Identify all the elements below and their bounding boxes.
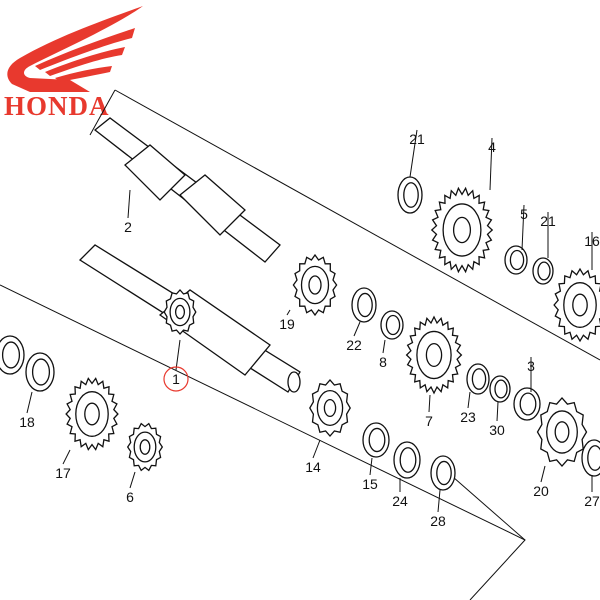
bushing-part-5 bbox=[504, 245, 528, 275]
leader-line bbox=[409, 129, 418, 178]
leader-line bbox=[382, 339, 386, 354]
part-label-21: 21 bbox=[409, 131, 425, 147]
part-label-17: 17 bbox=[55, 465, 71, 481]
frame-line-left bbox=[89, 89, 116, 136]
washer-part-21b bbox=[532, 257, 554, 285]
leader-line bbox=[286, 309, 291, 316]
gear-part-16 bbox=[553, 267, 600, 343]
gear-part-19 bbox=[292, 253, 338, 317]
part-label-16: 16 bbox=[584, 233, 600, 249]
part-label-15: 15 bbox=[362, 476, 378, 492]
sprocket-part-20 bbox=[536, 397, 588, 467]
gear-part-4 bbox=[430, 186, 494, 274]
part-label-28: 28 bbox=[430, 513, 446, 529]
leader-line bbox=[467, 391, 471, 409]
part-label-1: 1 bbox=[172, 371, 180, 387]
washer-part-23 bbox=[466, 363, 490, 395]
leader-line bbox=[312, 439, 321, 459]
part-label-14: 14 bbox=[305, 459, 321, 475]
mainshaft-part-2 bbox=[93, 117, 281, 263]
part-label-22: 22 bbox=[346, 337, 362, 353]
part-label-20: 20 bbox=[533, 483, 549, 499]
circlip-part-28 bbox=[430, 455, 456, 491]
leader-line bbox=[489, 137, 493, 191]
part-label-6: 6 bbox=[126, 489, 134, 505]
leader-line bbox=[175, 339, 181, 371]
leader-line bbox=[496, 401, 499, 422]
highlight-circle bbox=[163, 366, 189, 392]
leader-line bbox=[129, 471, 136, 489]
part-label-24: 24 bbox=[392, 493, 408, 509]
washer-part-30 bbox=[489, 375, 511, 403]
part-label-8: 8 bbox=[379, 354, 387, 370]
bearing-part-18 bbox=[25, 352, 55, 392]
seal-part-27 bbox=[581, 439, 600, 477]
part-label-23: 23 bbox=[460, 409, 476, 425]
leader-line bbox=[369, 457, 373, 476]
washer-part-24 bbox=[393, 441, 421, 479]
part-label-21: 21 bbox=[540, 213, 556, 229]
honda-wing-logo: HONDA bbox=[4, 6, 144, 121]
part-label-27: 27 bbox=[584, 493, 600, 509]
leader-line bbox=[428, 394, 431, 413]
part-label-7: 7 bbox=[425, 413, 433, 429]
honda-logo-text: HONDA bbox=[4, 91, 110, 121]
part-label-30: 30 bbox=[489, 422, 505, 438]
gear-part-17 bbox=[65, 377, 119, 451]
gear-part-14 bbox=[309, 379, 351, 437]
collar-part-3 bbox=[513, 387, 541, 421]
part-label-4: 4 bbox=[488, 139, 496, 155]
part-label-19: 19 bbox=[279, 316, 295, 332]
part-label-18: 18 bbox=[19, 414, 35, 430]
gear-part-6 bbox=[126, 422, 164, 472]
part-label-2: 2 bbox=[124, 219, 132, 235]
leader-line bbox=[521, 204, 525, 251]
gear-part-7 bbox=[405, 315, 463, 395]
part-label-3: 3 bbox=[527, 358, 535, 374]
leader-line bbox=[540, 465, 546, 483]
leader-line bbox=[62, 449, 71, 465]
bushing-part-15 bbox=[362, 422, 390, 458]
washer-left bbox=[0, 335, 25, 375]
leader-line bbox=[437, 489, 441, 513]
gear-on-shaft bbox=[163, 289, 197, 335]
leader-line bbox=[127, 189, 131, 219]
bushing-part-8 bbox=[380, 310, 404, 340]
part-label-5: 5 bbox=[520, 206, 528, 222]
leader-line bbox=[353, 321, 361, 337]
frame-line-top bbox=[114, 89, 600, 361]
washer-part-22 bbox=[351, 287, 377, 323]
washer-part-21 bbox=[397, 176, 423, 214]
leader-line bbox=[26, 391, 33, 414]
